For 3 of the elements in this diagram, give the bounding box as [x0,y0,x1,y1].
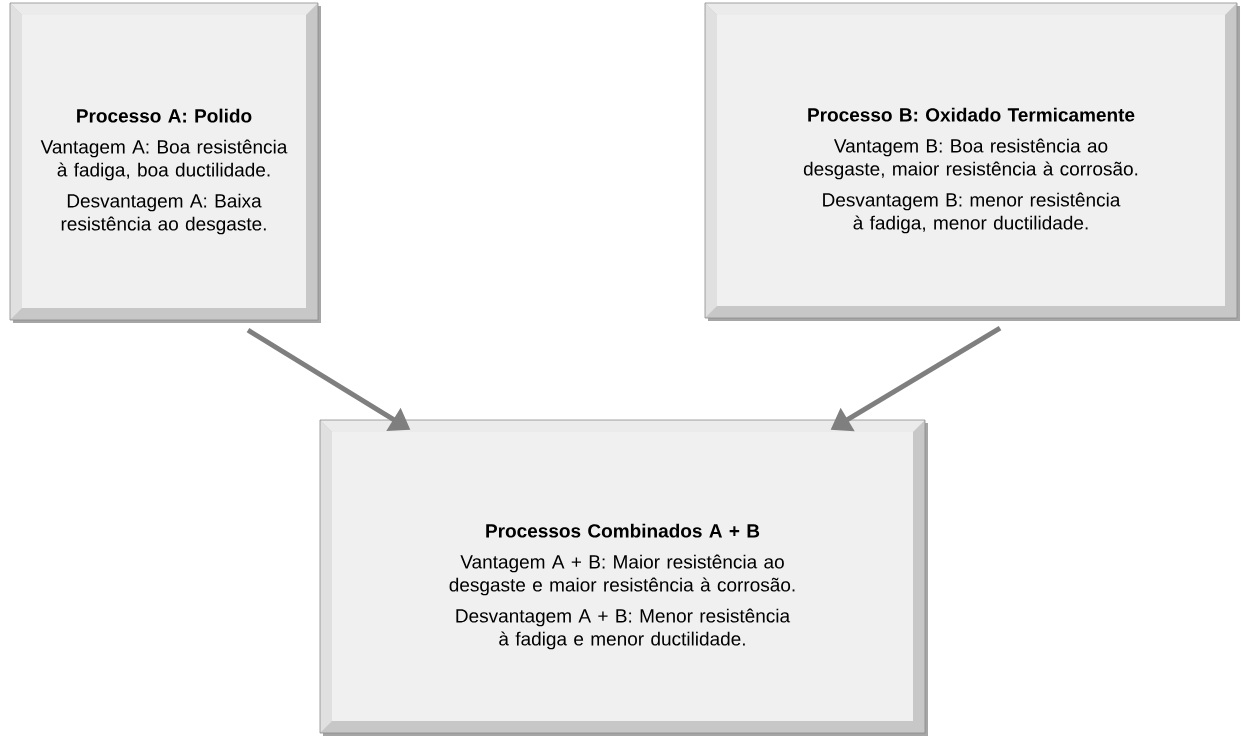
process-box: Processo B: Oxidado Termicamente Vantagem B: Boa resistência ao desgaste, maior resistência à corrosão. Desvantagem B: menor resistência à fadiga, menor ductilidade. [704,2,1240,321]
process-box: Processo A: Polido Vantagem A: Boa resistência à fadiga, boa ductilidade. Desvantagem A: Baixa resistência ao desgaste. [9,2,321,323]
process-box: Processos Combinados A + B Vantagem A + B: Maior resistência ao desgaste e maior resistência à corrosão. Desvantagem A + B: Menor resistência à fadiga e menor ductilidade. [319,419,928,736]
